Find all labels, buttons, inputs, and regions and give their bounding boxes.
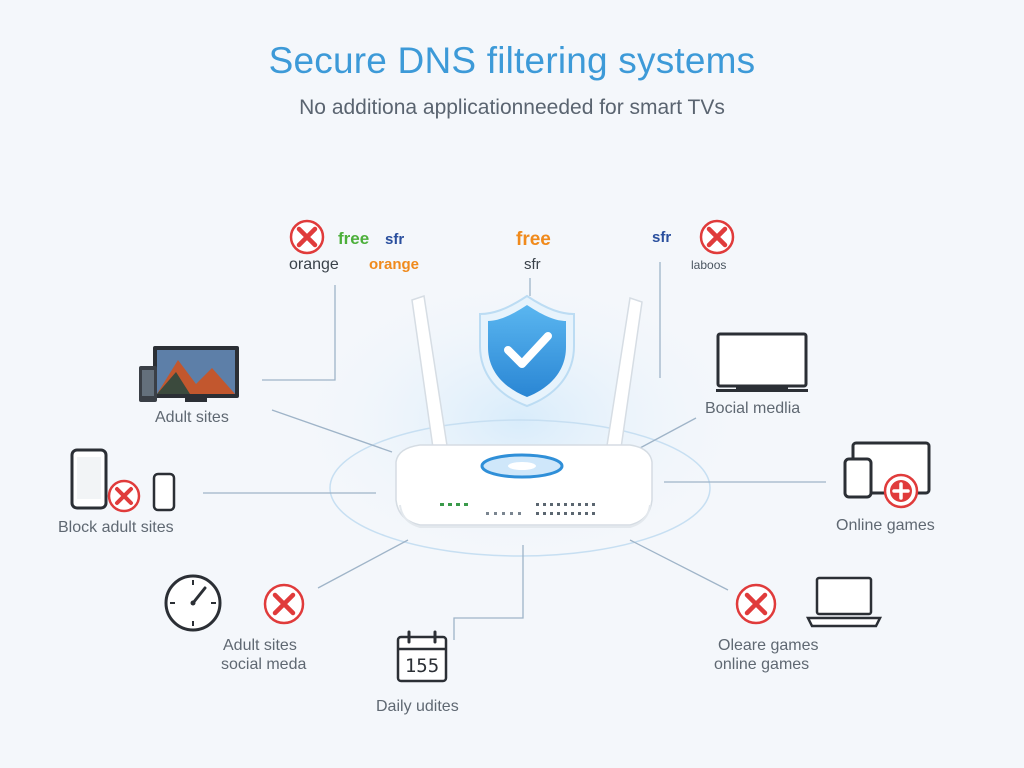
brand-free-center: free — [516, 229, 551, 250]
laptop-label-line2: online games — [714, 656, 810, 673]
brand-orange-colored: orange — [369, 256, 420, 273]
router-orbit-ring — [329, 419, 711, 557]
brand-other-right: laboos — [691, 258, 727, 272]
plus-icon — [883, 473, 919, 509]
phone-icon — [70, 448, 176, 512]
laptop-icon — [805, 576, 883, 628]
monitor-label: Bocial medlia — [705, 400, 801, 417]
connector-monitor — [639, 417, 697, 449]
page-title: Secure DNS filtering systems — [268, 40, 756, 81]
connector-clock — [317, 539, 409, 589]
x-icon — [735, 583, 777, 625]
x-icon — [289, 219, 325, 255]
calendar-number: 155 — [404, 655, 440, 677]
tablet-label: Online games — [836, 517, 935, 534]
clock-label-line2: social meda — [221, 656, 307, 673]
tv-icon — [139, 346, 239, 402]
calendar-icon — [396, 630, 448, 683]
connector-top-left — [262, 285, 336, 381]
tv-label: Adult sites — [155, 409, 229, 426]
router-icon — [395, 444, 653, 528]
calendar-label: Daily udites — [376, 698, 459, 715]
x-icon — [263, 583, 305, 625]
page-subtitle: No additiona applicationneeded for smart… — [299, 96, 725, 119]
brand-sfr-right: sfr — [652, 229, 672, 246]
monitor-icon — [716, 332, 808, 392]
brand-sfr-left: sfr — [385, 231, 405, 248]
shield-check-icon — [479, 294, 575, 408]
connector-calendar — [453, 545, 524, 640]
x-icon — [699, 219, 735, 255]
laptop-label-line1: Oleare games — [718, 637, 819, 654]
x-icon — [107, 479, 141, 513]
connector-lines — [203, 262, 826, 640]
brand-free-left: free — [338, 229, 370, 248]
clock-icon — [164, 574, 222, 632]
brand-orange-left: orange — [289, 256, 339, 273]
connector-tv — [271, 409, 393, 453]
phone-label: Block adult sites — [58, 519, 174, 536]
connector-laptop — [629, 539, 729, 591]
clock-label-line1: Adult sites — [223, 637, 297, 654]
brand-sfr-center: sfr — [524, 256, 541, 273]
